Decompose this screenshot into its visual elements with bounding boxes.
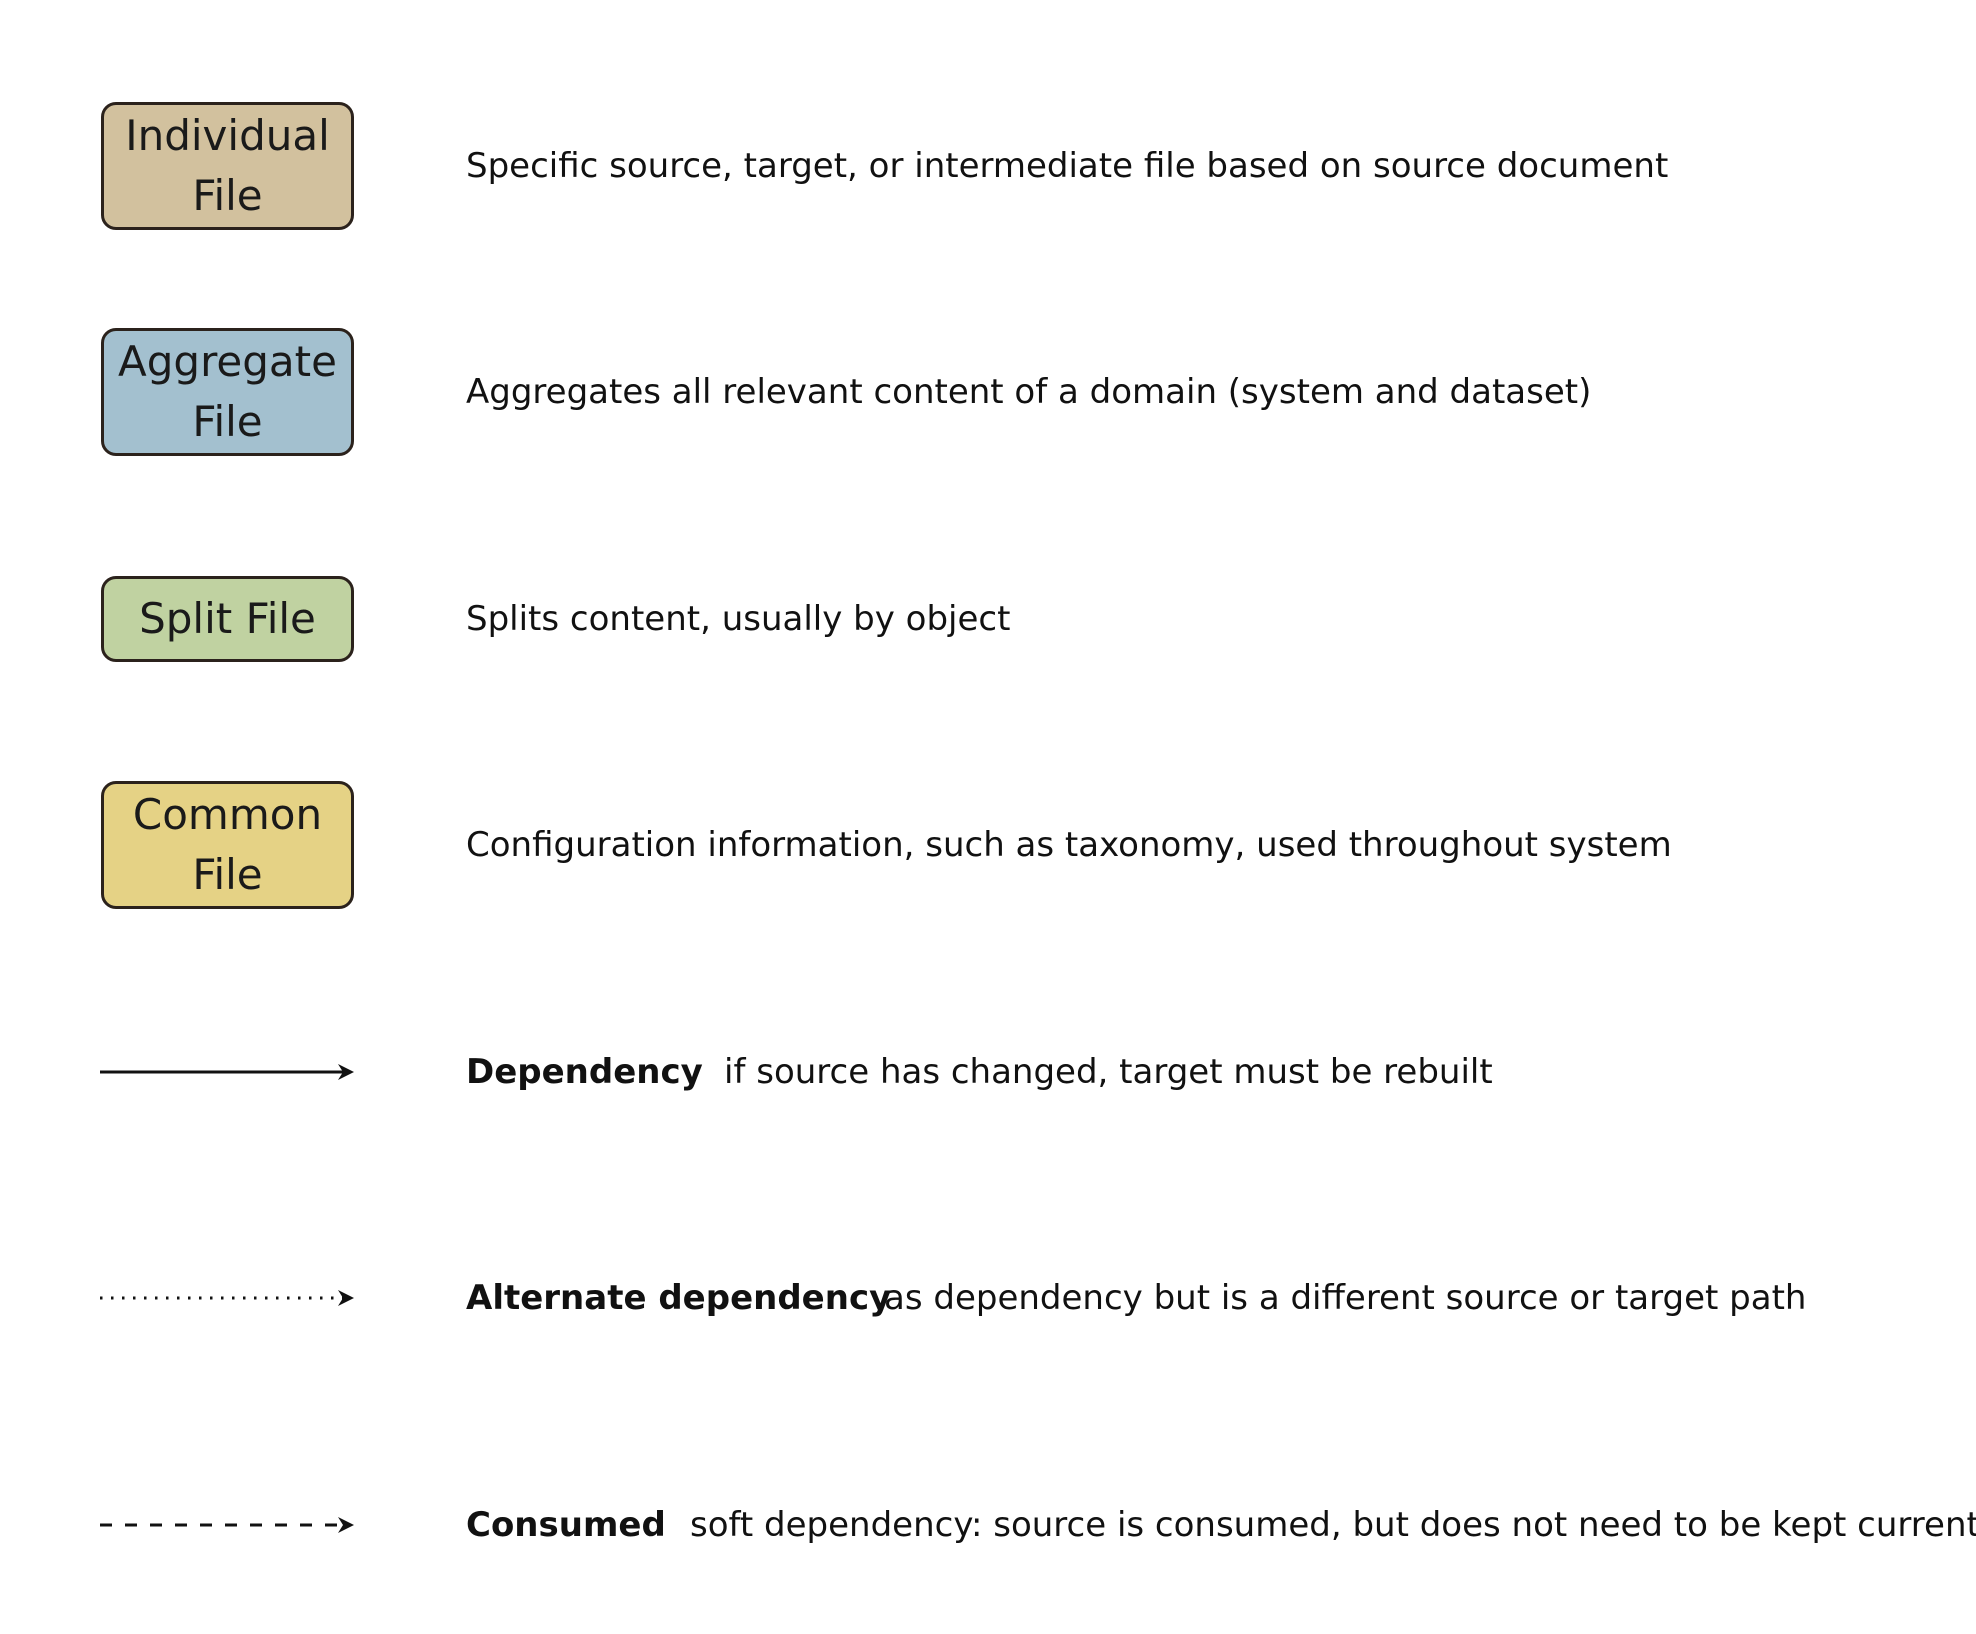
dashed-arrow-icon <box>100 1517 354 1533</box>
arrowhead <box>338 1517 354 1533</box>
arrowhead <box>338 1290 354 1306</box>
arrowhead <box>338 1064 354 1080</box>
split-file-description: Splits content, usually by object <box>466 599 1011 639</box>
common-file-description: Configuration information, such as taxon… <box>466 825 1672 865</box>
split-file-node: Split File <box>101 576 354 662</box>
node-label-line: Individual <box>125 111 330 160</box>
aggregate-file-node: Aggregate File <box>101 328 354 456</box>
common-file-node: Common File <box>101 781 354 909</box>
alternate-dependency-term: Alternate dependency <box>466 1278 892 1318</box>
individual-file-description: Specific source, target, or intermediate… <box>466 146 1669 186</box>
node-label-line: File <box>192 850 263 899</box>
consumed-description: soft dependency: source is consumed, but… <box>690 1505 1976 1545</box>
individual-file-node: Individual File <box>101 102 354 230</box>
alternate-dependency-description: as dependency but is a different source … <box>884 1278 1807 1318</box>
dotted-arrow-icon <box>100 1290 354 1306</box>
node-label-line: File <box>192 397 263 446</box>
node-label-line: Aggregate <box>118 337 337 386</box>
node-label-line: Split File <box>139 594 316 643</box>
solid-arrow-icon <box>100 1064 354 1080</box>
consumed-term: Consumed <box>466 1505 666 1545</box>
dependency-description: if source has changed, target must be re… <box>724 1052 1493 1092</box>
node-label-line: File <box>192 171 263 220</box>
dependency-term: Dependency <box>466 1052 703 1092</box>
node-label-line: Common <box>132 790 323 839</box>
aggregate-file-description: Aggregates all relevant content of a dom… <box>466 372 1592 412</box>
